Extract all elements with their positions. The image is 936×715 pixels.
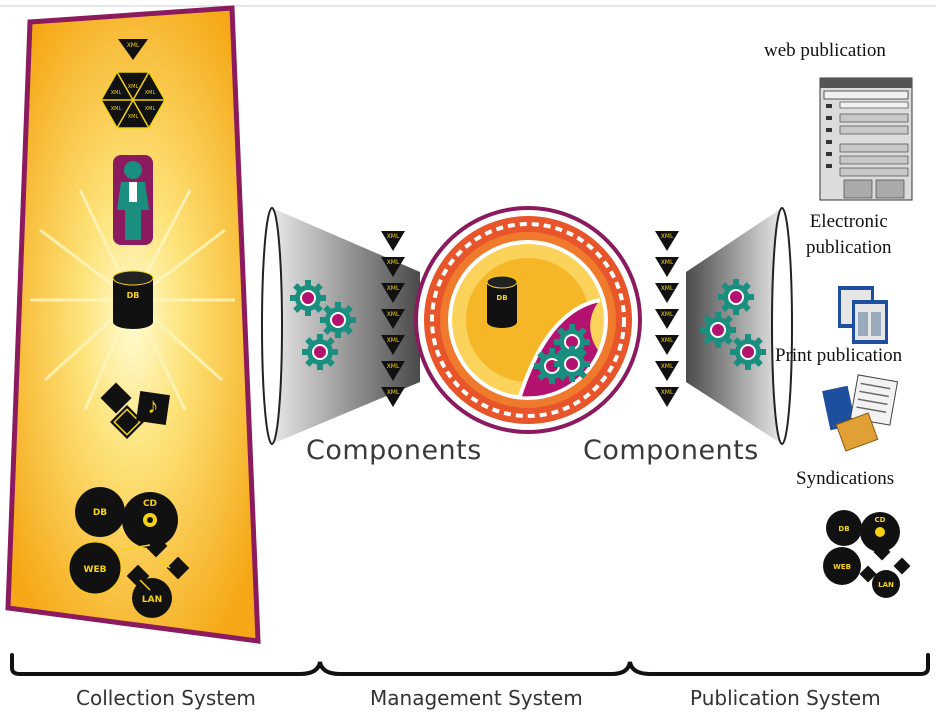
- svg-text:XML: XML: [128, 84, 139, 90]
- components-left-label: Components: [306, 435, 482, 466]
- svg-text:WEB: WEB: [84, 565, 107, 575]
- electronic-publication-label: Electronic publication: [806, 209, 891, 261]
- web-publication-icon: [820, 78, 912, 200]
- svg-text:XML: XML: [127, 42, 140, 49]
- database-icon: DB: [113, 271, 153, 329]
- print-publication-icon: [822, 375, 897, 451]
- xml-stream-right: [655, 231, 679, 407]
- management-repository: DB: [416, 208, 640, 432]
- svg-text:WEB: WEB: [833, 563, 851, 571]
- svg-text:DB: DB: [127, 291, 140, 300]
- publication-system-label: Publication System: [690, 686, 881, 710]
- svg-text:♪: ♪: [148, 393, 159, 418]
- person-icon: [113, 155, 153, 245]
- svg-text:LAN: LAN: [878, 581, 894, 589]
- svg-text:XML: XML: [111, 90, 122, 96]
- web-publication-label: web publication: [764, 38, 886, 64]
- svg-text:XML: XML: [145, 90, 156, 96]
- svg-text:DB: DB: [496, 294, 507, 302]
- svg-text:XML: XML: [145, 106, 156, 112]
- svg-text:CD: CD: [875, 516, 886, 524]
- svg-text:LAN: LAN: [142, 595, 162, 605]
- svg-text:CD: CD: [143, 499, 157, 509]
- collection-system-label: Collection System: [76, 686, 256, 710]
- svg-text:DB: DB: [838, 525, 849, 533]
- print-publication-label: Print publication: [775, 343, 902, 369]
- syndications-icon: DB CD WEB LAN: [823, 510, 910, 598]
- svg-text:XML: XML: [128, 114, 139, 120]
- components-right-label: Components: [583, 435, 759, 466]
- right-funnel: [686, 208, 792, 444]
- syndications-label: Syndications: [796, 466, 894, 492]
- management-system-label: Management System: [370, 686, 583, 710]
- electronic-publication-icon: [838, 286, 888, 344]
- section-brace: [12, 655, 928, 674]
- svg-text:DB: DB: [93, 508, 107, 518]
- svg-text:XML: XML: [111, 106, 122, 112]
